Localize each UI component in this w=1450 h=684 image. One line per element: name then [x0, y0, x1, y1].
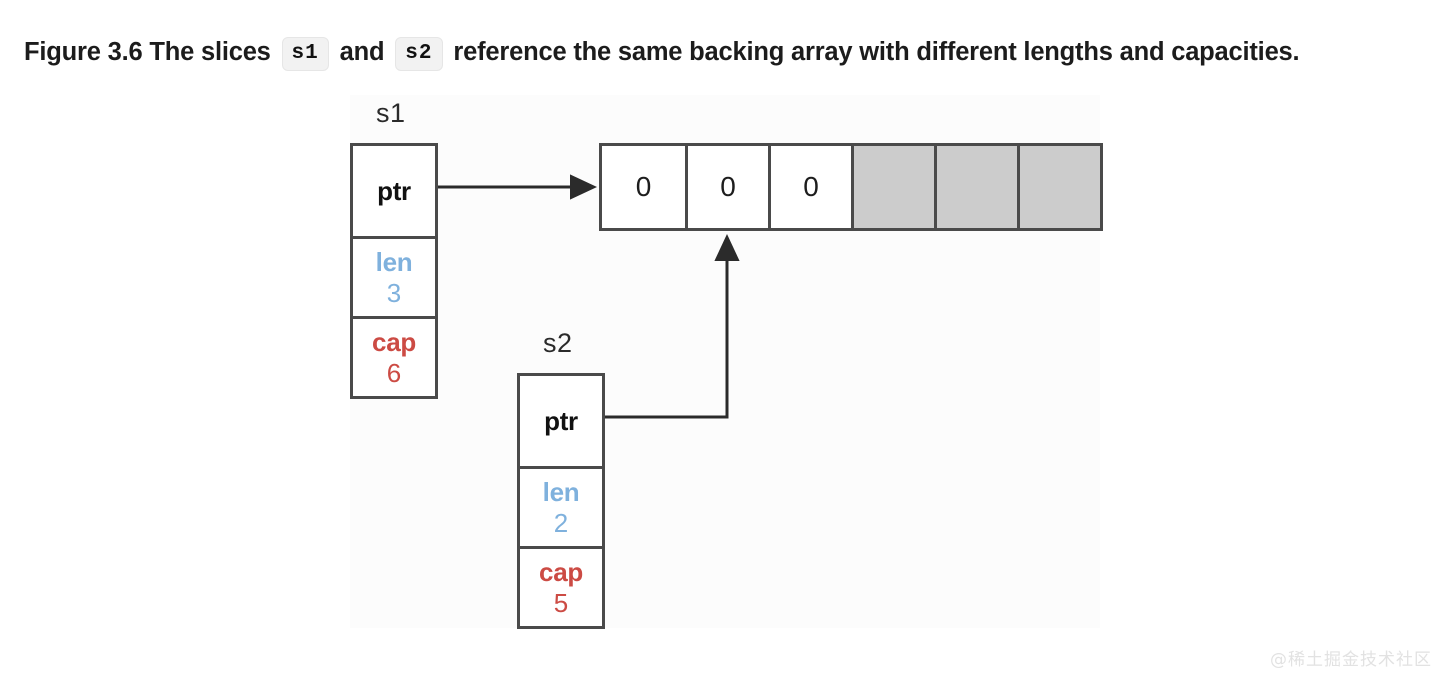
arrow-s2-ptr: [605, 234, 740, 419]
s2-len-key: len: [542, 477, 580, 508]
s1-field-len: len 3: [353, 236, 435, 316]
array-slot-5: [1017, 146, 1100, 228]
caption-middle: and: [339, 38, 385, 66]
s1-cap-key: cap: [372, 327, 416, 358]
s1-ptr-key: ptr: [377, 175, 411, 206]
s2-field-len: len 2: [520, 466, 602, 546]
s2-cap-key: cap: [539, 557, 583, 588]
s2-ptr-key: ptr: [544, 405, 578, 436]
struct-label-s2: s2: [543, 328, 573, 358]
figure-canvas: s1 s2 ptr len 3 cap 6 ptr len 2 cap 5 0 …: [350, 95, 1103, 629]
array-slot-4: [934, 146, 1017, 228]
caption-code-s1: s1: [281, 37, 329, 71]
watermark: @稀土掘金技术社区: [1270, 650, 1432, 670]
caption-prefix: Figure 3.6 The slices: [24, 38, 271, 66]
caption-code-s2: s2: [395, 37, 443, 71]
s2-field-cap: cap 5: [520, 546, 602, 626]
backing-array: 0 0 0: [599, 143, 1103, 231]
array-slot-2: 0: [768, 146, 851, 228]
array-slot-0: 0: [602, 146, 685, 228]
s2-len-value: 2: [553, 507, 569, 538]
s1-field-cap: cap 6: [353, 316, 435, 396]
s1-cap-value: 6: [386, 357, 402, 388]
caption-suffix: reference the same backing array with di…: [453, 38, 1300, 66]
array-slot-3: [851, 146, 934, 228]
s1-len-key: len: [375, 247, 413, 278]
slice-struct-s2: ptr len 2 cap 5: [517, 373, 605, 629]
s2-cap-value: 5: [553, 587, 569, 618]
s1-len-value: 3: [386, 277, 402, 308]
struct-label-s1: s1: [376, 98, 406, 128]
array-slot-1: 0: [685, 146, 768, 228]
slice-struct-s1: ptr len 3 cap 6: [350, 143, 438, 399]
s1-field-ptr: ptr: [353, 146, 435, 236]
figure-caption: Figure 3.6 The slices s1 and s2 referenc…: [24, 30, 1424, 74]
s2-field-ptr: ptr: [520, 376, 602, 466]
